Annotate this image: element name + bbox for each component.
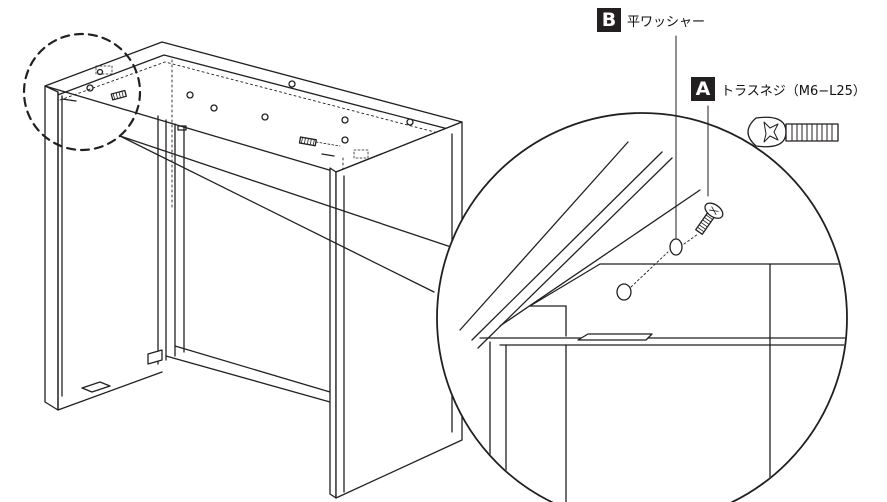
screw-hole [288,80,296,88]
screw-hole [186,91,194,99]
cabinet-bottom-bracket [147,349,163,365]
cabinet-front-panel [329,167,337,499]
detail-plate [577,333,653,341]
cabinet-hidden-hole [353,149,369,159]
detail-screw-icon [695,202,724,235]
screw-hole [406,118,414,126]
detail-board-edge [471,151,663,341]
detail-hole [616,283,632,301]
truss-screw-icon [747,116,839,148]
screw-hole [341,136,349,144]
screw-hole [261,113,269,121]
cabinet-left-panel-edge [57,91,163,411]
detail-guide-line [683,233,699,245]
cabinet-guide-line [315,141,341,147]
screw-hole [86,84,94,92]
cabinet-bottom-rail [174,345,331,393]
screw-hole [341,116,349,124]
detail-board-edge [529,263,601,307]
cabinet-hidden-hole [95,65,113,75]
cabinet-screw-right-icon [298,136,317,147]
screw-hole [96,68,104,76]
callout-b-label: 平ワッシャー [627,14,706,30]
screw-hole [210,104,218,112]
detail-board-edge [477,157,673,349]
cabinet-right-side-panel [335,121,463,499]
callout-screw: A トラスネジ（M6−L25） [691,77,866,101]
washer-icon [669,238,683,256]
cabinet-screw-left-icon [110,89,127,101]
cabinet-hidden-line [59,61,451,137]
callout-a-label: トラスネジ（M6−L25） [721,83,866,99]
detail-guide-line [630,251,669,288]
callout-washer: B 平ワッシャー [597,8,705,32]
cabinet-bottom-rail [165,355,331,403]
callout-a-badge: A [691,77,715,101]
cabinet-left-panel [44,85,59,411]
callout-b-badge: B [597,8,621,32]
cabinet-bottom-bracket [81,381,111,393]
cabinet-slot [177,125,187,131]
cabinet-small-mark [61,98,77,102]
magnified-circle [436,112,848,502]
cabinet-frame [44,41,463,499]
detail-board-edge [459,141,629,331]
magnified-detail [436,112,848,502]
magnifier-leader-line [119,135,455,249]
detail-highlight-circle [22,32,142,152]
cabinet-small-mark [321,153,335,157]
magnifier-leader-line [119,135,435,293]
